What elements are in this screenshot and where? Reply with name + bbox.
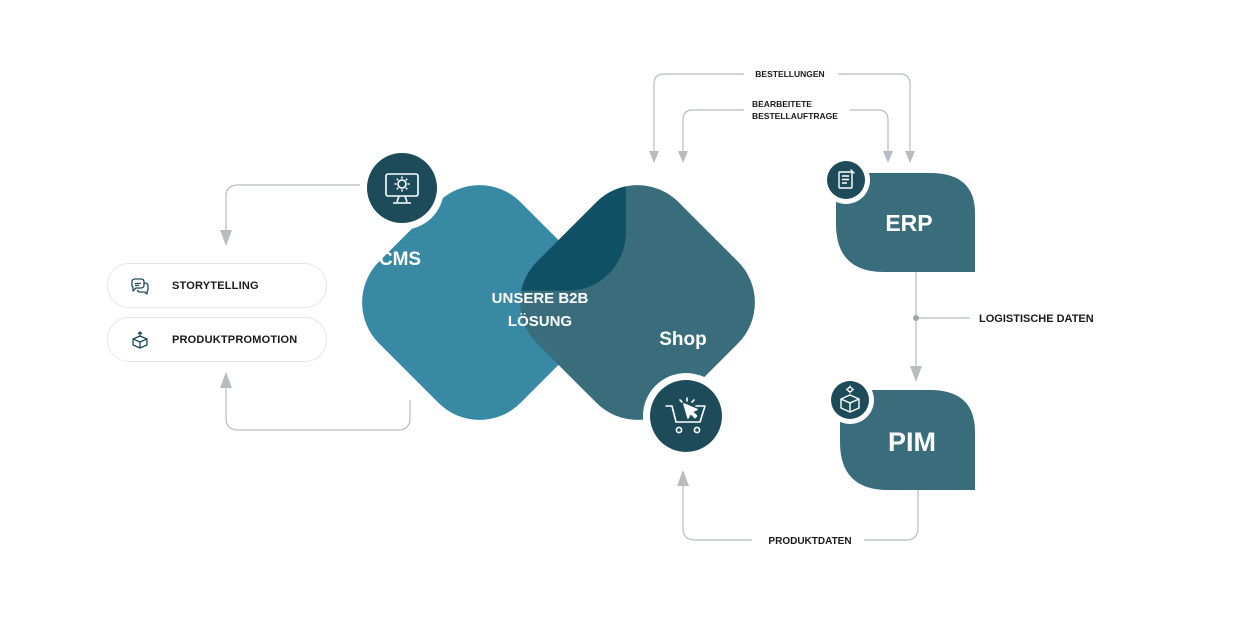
arrow-up-shop bbox=[677, 470, 689, 486]
chat-bubbles-icon bbox=[108, 277, 172, 295]
monitor-gear-icon bbox=[385, 173, 419, 204]
arrow-up-cards bbox=[220, 372, 232, 388]
cms-feature-card-storytelling: STORYTELLING bbox=[107, 263, 327, 308]
arrow-down-shop-2 bbox=[678, 151, 688, 163]
erp-box bbox=[836, 173, 975, 272]
bearbeitete-line-left bbox=[682, 109, 744, 153]
cms-to-cards-line bbox=[225, 184, 366, 233]
document-list-icon bbox=[838, 169, 855, 189]
logistische-daten-label: LOGISTISCHE DATEN bbox=[979, 313, 1094, 325]
cms-icon-badge bbox=[360, 146, 444, 230]
erp-icon-badge bbox=[822, 156, 870, 204]
bestellungen-line-right bbox=[838, 73, 911, 153]
arrow-down-erp-1 bbox=[883, 151, 893, 163]
center-label-line2: LÖSUNG bbox=[508, 313, 572, 330]
shop-label: Shop bbox=[659, 329, 707, 350]
shopping-cart-click-icon bbox=[665, 397, 706, 434]
arrow-down-erp-2 bbox=[905, 151, 915, 163]
bearbeitete-line-right bbox=[850, 109, 889, 153]
arrow-down-pim bbox=[910, 366, 922, 382]
box-upload-icon bbox=[108, 330, 172, 349]
shop-icon-badge bbox=[643, 373, 729, 459]
cards-to-cms-line bbox=[225, 385, 411, 431]
arrow-down-cards bbox=[220, 230, 232, 246]
junction-dot bbox=[913, 315, 919, 321]
arrowheads bbox=[220, 151, 922, 486]
pim-box bbox=[840, 390, 975, 490]
connector-lines bbox=[225, 73, 970, 541]
center-label-line1: UNSERE B2B bbox=[492, 290, 589, 307]
produktdaten-line-right bbox=[864, 490, 919, 541]
cms-feature-card-produktpromotion: PRODUKTPROMOTION bbox=[107, 317, 327, 362]
overlap-shape bbox=[520, 185, 626, 291]
arrow-down-shop-1 bbox=[649, 151, 659, 163]
produktdaten-label: PRODUKTDATEN bbox=[768, 536, 851, 547]
pim-icon-badge bbox=[826, 376, 874, 424]
bearbeitete-label-line1: BEARBEITETE bbox=[752, 99, 812, 109]
pim-label: PIM bbox=[888, 427, 936, 457]
cms-feature-label: STORYTELLING bbox=[172, 279, 259, 292]
cms-shape bbox=[362, 185, 597, 420]
bestellungen-label: BESTELLUNGEN bbox=[755, 69, 824, 79]
cms-feature-label: PRODUKTPROMOTION bbox=[172, 333, 298, 346]
bestellungen-line-left bbox=[653, 73, 744, 153]
bearbeitete-label-line2: BESTELLAUFTRAGE bbox=[752, 111, 838, 121]
cms-label: CMS bbox=[379, 249, 421, 270]
erp-label: ERP bbox=[885, 210, 932, 236]
package-gear-icon bbox=[840, 385, 860, 413]
produktdaten-line-left bbox=[682, 483, 752, 541]
